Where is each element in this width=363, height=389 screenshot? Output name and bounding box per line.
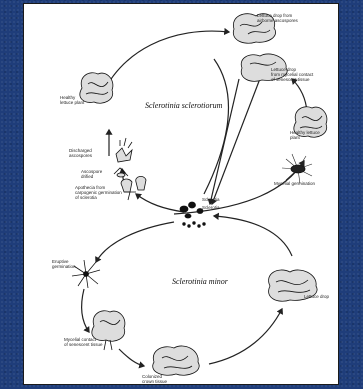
healthy-plant-left-drawing [79, 72, 114, 104]
mycelial-contact-drawing [91, 310, 126, 351]
title-sclerotinia-minor: Sclerotinia minor [172, 277, 228, 286]
label-mycelial-contact: Mycelial contact of senescent tissue [64, 337, 103, 347]
arrow-plant-to-airborne [98, 27, 231, 103]
label-lettuce-drop-airborne: Lettuce drop from airborne ascospores [257, 13, 298, 23]
label-eruptive-germination: Eruptive germination [52, 259, 76, 269]
label-ascospore-detail: Ascospore drified [81, 169, 103, 179]
label-mycelial-germination: Mycelial germination [274, 181, 316, 186]
arrow-eruptive-to-contact [80, 288, 90, 333]
label-sclerotia-lower: Sclerotia [202, 205, 220, 210]
sclerotia-small-drawing [182, 221, 206, 228]
arrow-sclerotia-to-apothecia [135, 193, 185, 213]
discharged-ascospores-drawing [115, 137, 133, 163]
arrow-drop-to-sclerotia [212, 212, 293, 257]
label-lettuce-drop-contact: Lettuce drop from mycelial contact of se… [271, 67, 314, 82]
label-lettuce-drop-lower: Lettuce drop [304, 294, 330, 299]
illustrations [71, 13, 328, 376]
eruptive-germination-drawing [71, 259, 101, 289]
cycle-drawing [71, 13, 328, 376]
healthy-plant-right-drawing [293, 106, 328, 138]
arrow-contact-to-sclerotia [210, 75, 262, 206]
label-sclerotia-upper: Sclerotia [202, 197, 220, 202]
lettuce-drop-contact-drawing [240, 53, 288, 82]
arrow-airborne-to-sclerotia [203, 58, 230, 195]
label-healthy-plant-right: Healthy lettuce plant [290, 130, 320, 140]
colonized-crown-drawing [152, 345, 200, 376]
arrow-drop-to-sclerotia [207, 78, 240, 206]
lower-cycle-arrows [80, 212, 293, 369]
sclerotia-cluster-drawing [179, 201, 204, 219]
ascospore-detail-drawing [113, 167, 129, 178]
arrow-crown-to-drop [208, 307, 283, 365]
label-apothecia: Apothecia from carpogenic germination of… [75, 185, 122, 200]
title-sclerotinia-sclerotiorum: Sclerotinia sclerotiorum [145, 101, 223, 110]
label-discharged-ascospores: Discharged ascospores [69, 148, 93, 158]
lettuce-drop-lower-drawing [268, 269, 318, 302]
label-colonized-crown: Colonized crown tissue [142, 374, 168, 384]
arrow-sclerotia-to-eruptive [95, 221, 175, 264]
disease-cycle-diagram: Sclerotinia sclerotiorum Sclerotinia min… [23, 3, 339, 385]
mycelial-germination-drawing [281, 153, 313, 185]
label-healthy-plant-left: Healthy lettuce plant [60, 95, 85, 105]
apothecia-drawing [120, 176, 147, 201]
arrow-contact-to-crown [118, 348, 146, 369]
lettuce-drop-airborne-drawing [232, 13, 276, 44]
